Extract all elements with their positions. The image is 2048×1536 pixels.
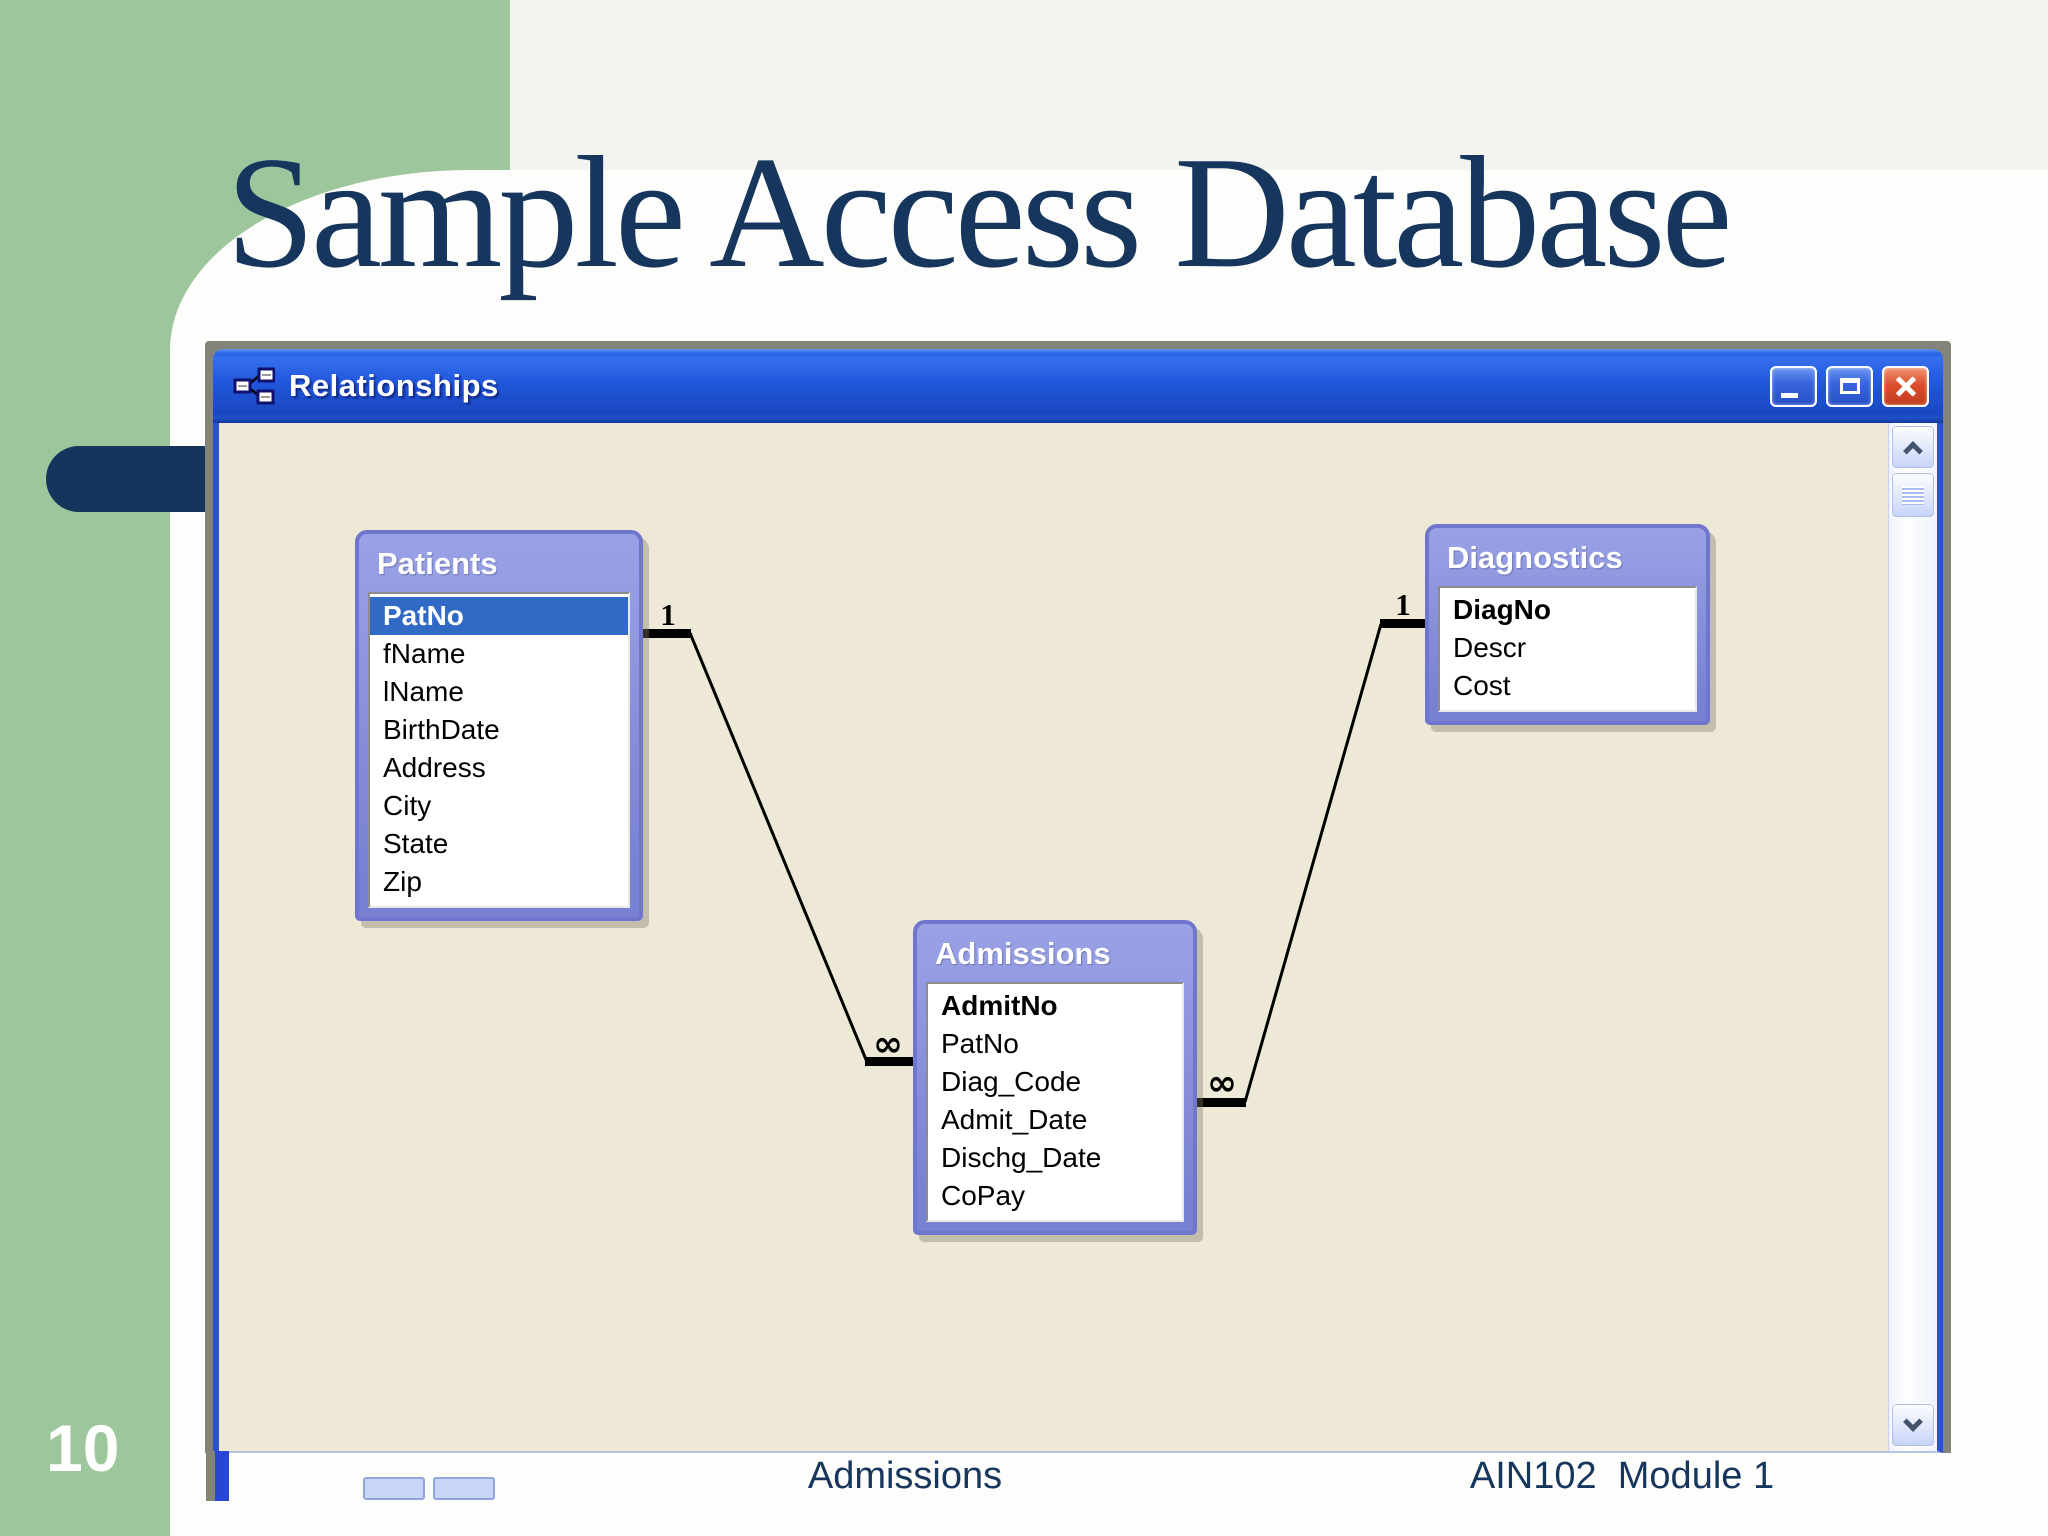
field-BirthDate[interactable]: BirthDate bbox=[383, 714, 500, 745]
field-PatNo[interactable]: PatNo bbox=[370, 597, 628, 635]
slide-title: Sample Access Database bbox=[226, 123, 1733, 301]
table-admissions-header[interactable]: Admissions bbox=[935, 936, 1111, 971]
cardinality-one-diagnostics: 1 bbox=[1395, 587, 1411, 622]
chevron-down-icon bbox=[1903, 1412, 1923, 1432]
field-Address[interactable]: Address bbox=[383, 752, 486, 783]
window-controls bbox=[1770, 365, 1929, 407]
close-button[interactable] bbox=[1882, 365, 1929, 407]
field-CoPay[interactable]: CoPay bbox=[941, 1180, 1026, 1211]
field-Descr[interactable]: Descr bbox=[1453, 632, 1527, 663]
field-lName[interactable]: lName bbox=[383, 676, 464, 707]
field-PatNo[interactable]: PatNo bbox=[941, 1028, 1019, 1059]
chevron-up-icon bbox=[1903, 441, 1923, 461]
minimize-icon bbox=[1781, 392, 1798, 398]
field-Admit_Date[interactable]: Admit_Date bbox=[941, 1104, 1088, 1135]
window-titlebar[interactable]: Relationships bbox=[213, 349, 1943, 423]
close-icon bbox=[1894, 374, 1918, 398]
scroll-down-button[interactable] bbox=[1891, 1403, 1935, 1447]
field-Cost[interactable]: Cost bbox=[1453, 670, 1511, 701]
scroll-up-button[interactable] bbox=[1891, 425, 1935, 469]
maximize-button[interactable] bbox=[1826, 365, 1873, 407]
relationship-lines: 1 ∞ ∞ 1 bbox=[643, 587, 1427, 1107]
footer-admissions: Admissions bbox=[807, 1455, 1003, 1497]
window-title: Relationships bbox=[289, 368, 499, 403]
field-Diag_Code[interactable]: Diag_Code bbox=[941, 1066, 1082, 1097]
cardinality-many-admissions-right: ∞ bbox=[1207, 1063, 1237, 1104]
field-Dischg_Date[interactable]: Dischg_Date bbox=[941, 1142, 1102, 1173]
relationships-icon bbox=[233, 367, 275, 405]
field-DiagNo[interactable]: DiagNo bbox=[1453, 594, 1551, 625]
table-patients-header[interactable]: Patients bbox=[377, 546, 498, 581]
page-number: 10 bbox=[46, 1411, 120, 1485]
table-diagnostics-header[interactable]: Diagnostics bbox=[1447, 540, 1623, 575]
field-City[interactable]: City bbox=[383, 790, 432, 821]
footer-course: AIN102 Module 1 bbox=[1469, 1455, 1775, 1497]
cardinality-many-admissions-left: ∞ bbox=[873, 1024, 903, 1065]
cardinality-one-patients: 1 bbox=[660, 597, 676, 632]
thumb-grip-icon bbox=[1902, 485, 1924, 505]
scrollbar-thumb[interactable] bbox=[1891, 472, 1935, 518]
vertical-scrollbar[interactable] bbox=[1888, 423, 1937, 1451]
window-border-fragment-gray bbox=[206, 1451, 215, 1501]
field-Zip[interactable]: Zip bbox=[383, 866, 422, 897]
hscroll-fragment-right[interactable] bbox=[433, 1477, 495, 1500]
field-State[interactable]: State bbox=[383, 828, 449, 859]
field-AdmitNo[interactable]: AdmitNo bbox=[941, 990, 1058, 1021]
field-fName[interactable]: fName bbox=[383, 638, 466, 669]
minimize-button[interactable] bbox=[1770, 365, 1817, 407]
hscroll-fragment-left[interactable] bbox=[363, 1477, 425, 1500]
relationships-window: Relationships 1 ∞ bbox=[205, 341, 1951, 1453]
window-border-fragment-blue bbox=[215, 1451, 229, 1501]
maximize-icon bbox=[1839, 378, 1860, 394]
green-sidebar-band bbox=[0, 0, 170, 1536]
